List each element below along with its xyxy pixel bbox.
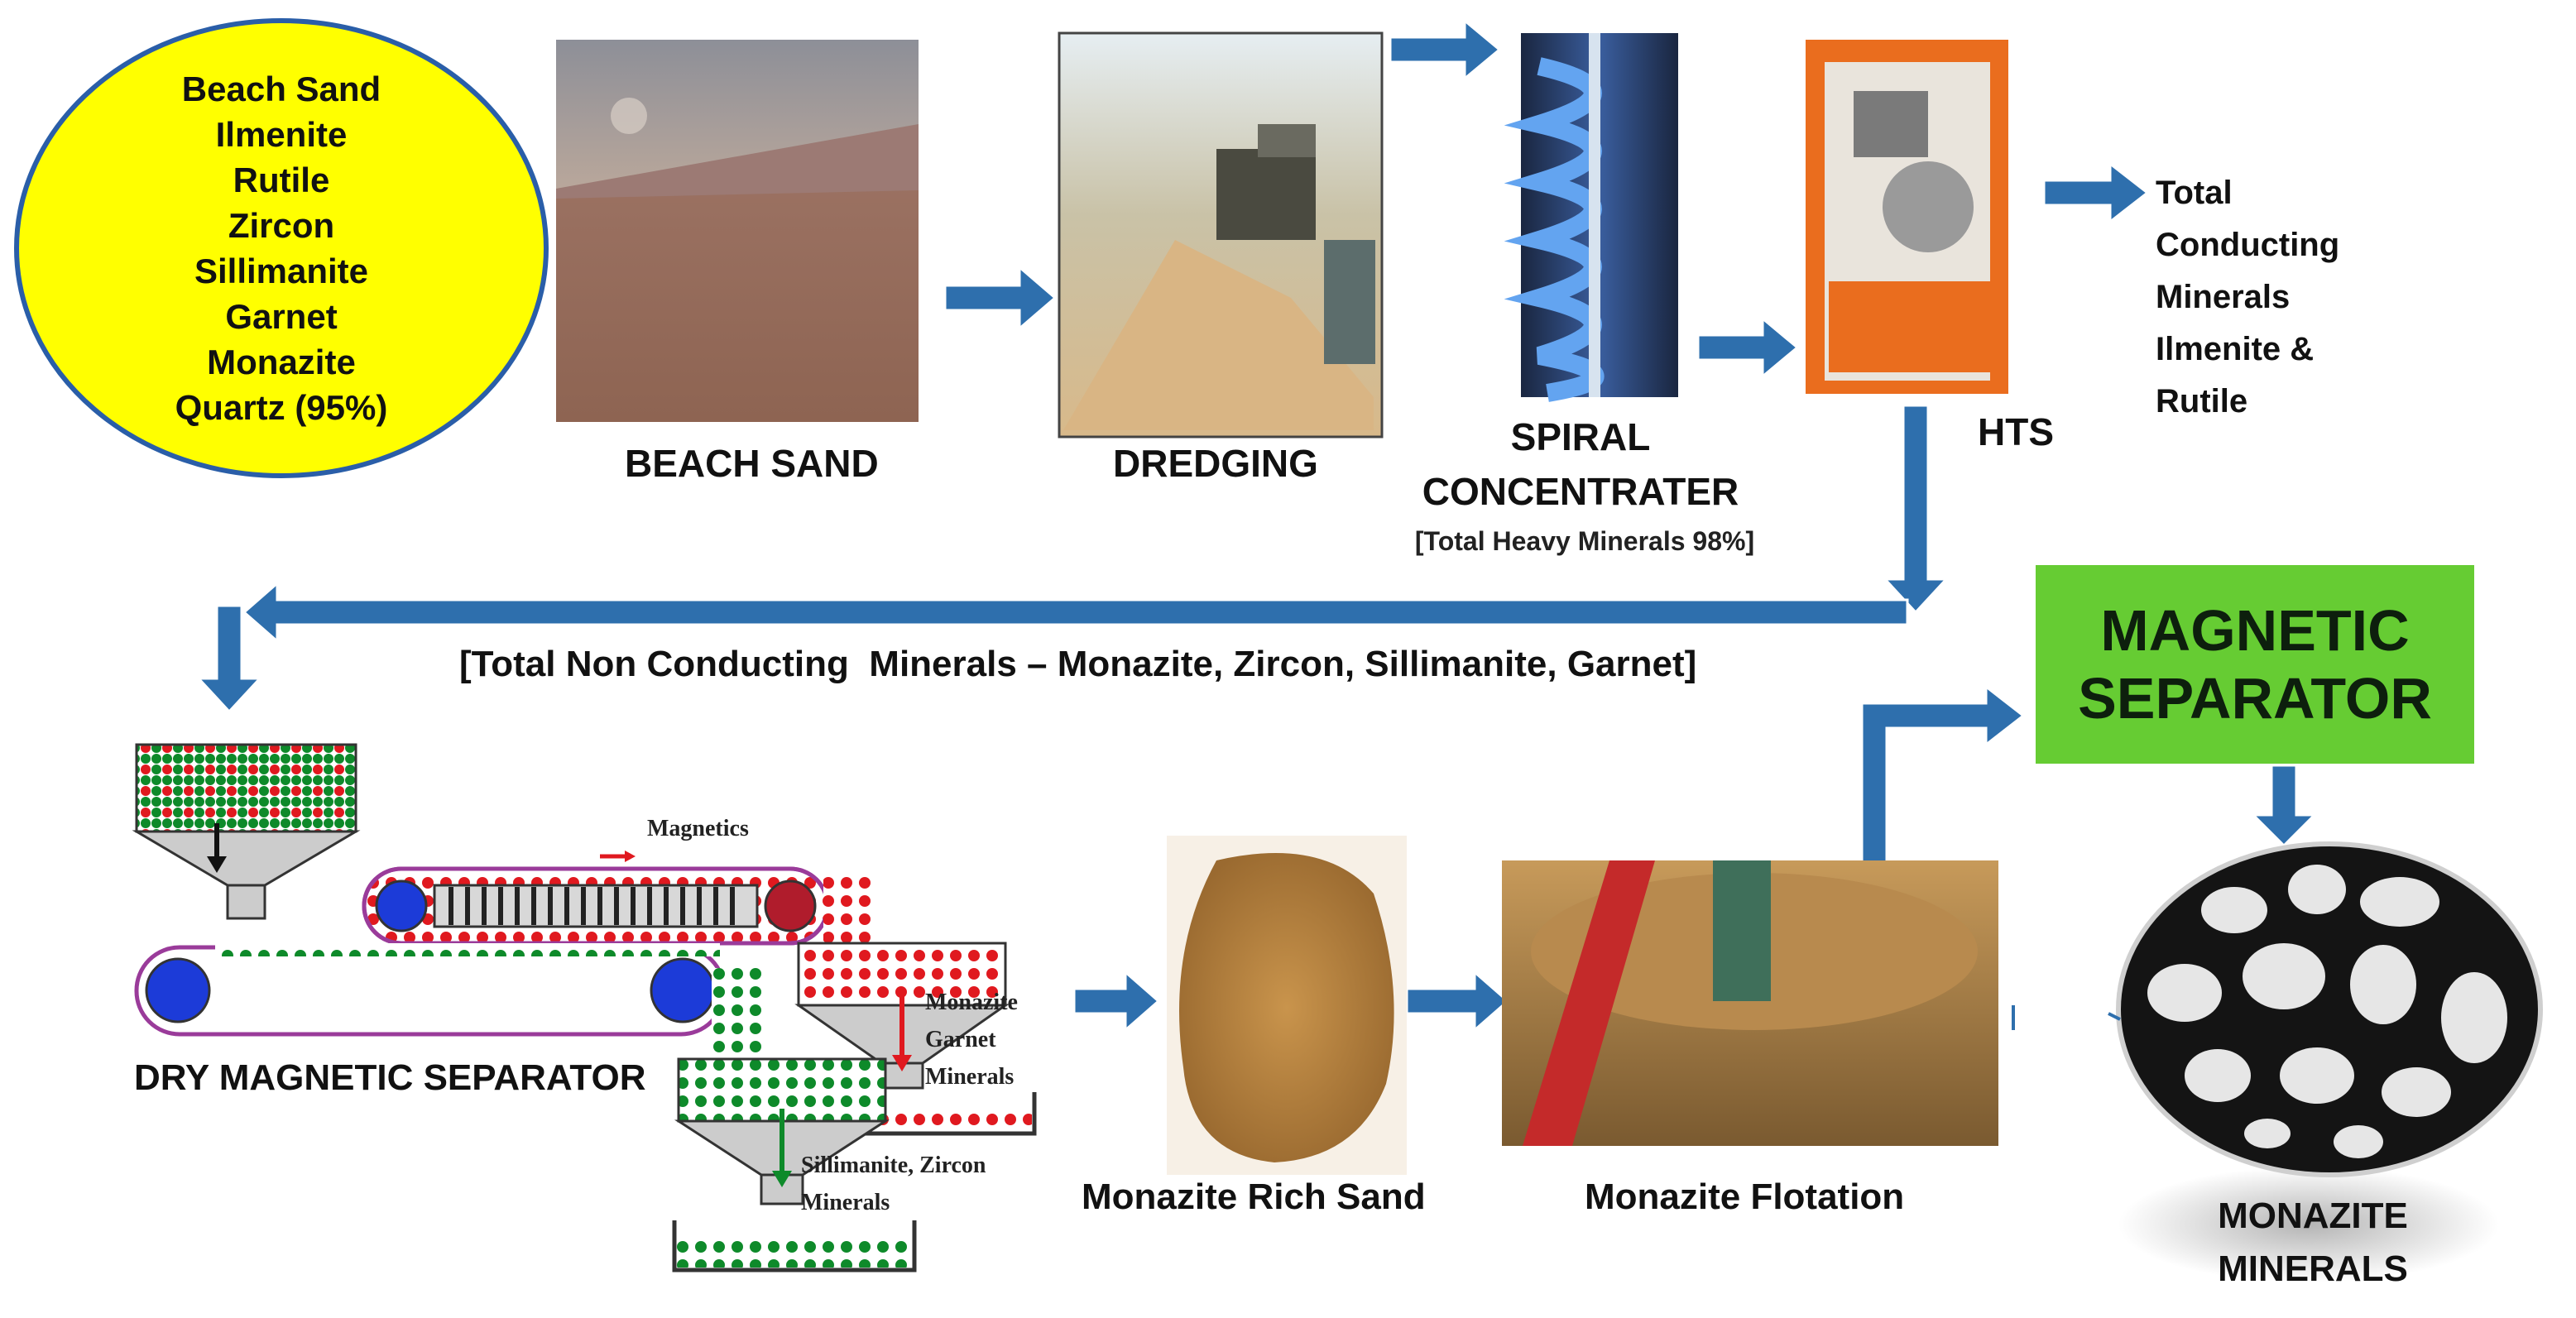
input-item: Ilmenite [215, 115, 348, 154]
tick-mark [2108, 1012, 2121, 1021]
monazite-minerals-image [2116, 841, 2543, 1282]
minerals-label-2: Minerals [801, 1190, 890, 1215]
dredging-photo [1058, 31, 1384, 439]
magnetic-separator-line2: SEPARATOR [2078, 666, 2432, 731]
spiral-label-line1: SPIRAL [1510, 415, 1651, 458]
monazite-minerals-label: MONAZITE MINERALS [2201, 1190, 2425, 1296]
arrow-nonconducting-left [242, 580, 1909, 645]
monazite-minerals-line2: MINERALS [2218, 1249, 2408, 1289]
monazite-rich-sand-label: Monazite Rich Sand [1082, 1177, 1426, 1217]
input-minerals-list: Beach Sand Ilmenite Rutile Zircon Sillim… [17, 17, 546, 480]
input-title: Beach Sand [181, 69, 381, 108]
monazite-minerals-line1: MONAZITE [2218, 1196, 2408, 1236]
arrow-beach-to-dredging [943, 264, 1058, 332]
non-conducting-minerals-text: [Total Non Conducting Minerals – Monazit… [459, 644, 1697, 684]
input-item: Garnet [225, 297, 338, 336]
dredging-label: DREDGING [1113, 442, 1318, 485]
arrow-dredging-to-spiral [1389, 17, 1502, 82]
spiral-concentrator-photo [1504, 33, 1678, 402]
conducting-line: Minerals [2156, 279, 2291, 315]
conducting-line: Rutile [2156, 383, 2248, 419]
beach-sand-photo [556, 40, 919, 422]
spiral-label-line2: CONCENTRATER [1422, 470, 1739, 513]
conducting-line: Ilmenite & [2156, 331, 2315, 367]
monazite-flotation-label: Monazite Flotation [1585, 1177, 1905, 1217]
dry-magnetic-separator-schematic [132, 743, 1037, 1272]
magnetic-separator-line1: MAGNETIC [2100, 598, 2410, 663]
arrow-rich-sand-to-flotation [1405, 969, 1510, 1033]
beach-sand-label: BEACH SAND [625, 442, 879, 485]
minerals-label-1: Minerals [925, 1064, 1015, 1090]
monazite-rich-sand-photo [1167, 836, 1407, 1175]
arrow-dry-to-rich-sand [1072, 969, 1161, 1033]
spiral-note: [Total Heavy Minerals 98%] [1414, 526, 1755, 556]
arrow-spiral-to-hts [1696, 315, 1800, 380]
input-item: Sillimanite [194, 252, 369, 290]
garnet-label: Garnet [925, 1027, 996, 1052]
input-minerals-oval [14, 18, 549, 478]
input-item: Rutile [233, 161, 330, 199]
arrow-magnetic-to-minerals [2250, 764, 2318, 848]
magnetics-label: Magnetics [647, 816, 749, 841]
hts-label: HTS [1978, 410, 2054, 453]
sillimanite-zircon-label: Sillimanite, Zircon [801, 1153, 986, 1178]
monazite-flotation-photo [1502, 860, 1998, 1146]
input-item: Monazite [207, 343, 356, 381]
input-item: Quartz (95%) [175, 388, 388, 427]
arrow-hts-to-conducting [2042, 161, 2150, 225]
input-item: Zircon [228, 206, 335, 245]
conducting-line: Conducting [2156, 227, 2340, 263]
arrow-down-to-dry-separator [195, 604, 263, 714]
dry-magnetic-separator-label: DRY MAGNETIC SEPARATOR [134, 1057, 646, 1098]
arrow-hts-down [1882, 404, 1950, 615]
magnetic-separator-box: MAGNETIC SEPARATOR [2036, 565, 2474, 764]
monazite-label: Monazite [925, 990, 1018, 1015]
hts-photo [1806, 40, 2008, 394]
spiral-concentrator-label: SPIRAL CONCENTRATER [1407, 410, 1754, 519]
conducting-minerals-text: Total Conducting Minerals Ilmenite & Rut… [2156, 167, 2339, 428]
conducting-line: Total [2156, 175, 2233, 211]
